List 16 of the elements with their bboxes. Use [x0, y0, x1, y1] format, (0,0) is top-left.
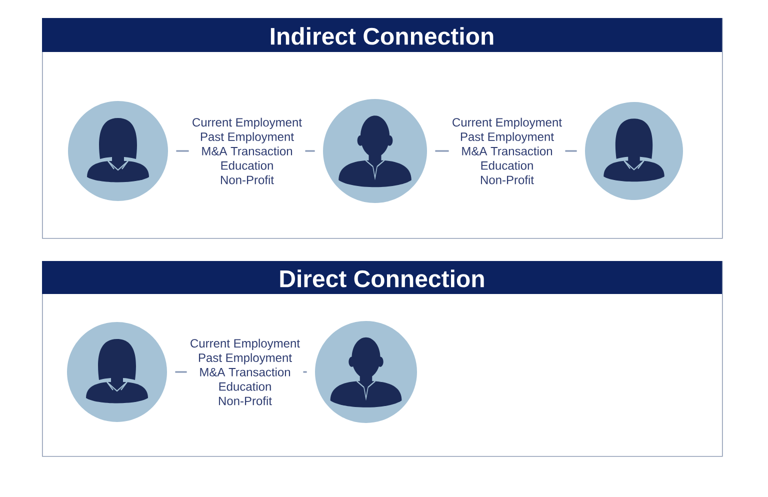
connector-line [435, 150, 449, 152]
title-bar: Indirect Connection [42, 18, 722, 52]
relation-list: Current Employment Past Employment M&A Transaction Education Non-Profit [192, 118, 302, 184]
avatar-icon [68, 101, 168, 201]
connector-line [303, 371, 307, 373]
relation-list: Current Employment Past Employment M&A Transaction Education Non-Profit [452, 118, 562, 184]
relation-list: Current Employment Past Employment M&A Transaction Education Non-Profit [190, 338, 300, 406]
title-bar: Direct Connection [42, 261, 722, 294]
avatar-icon [67, 322, 167, 422]
avatar-icon [315, 321, 417, 423]
connector-line [565, 150, 577, 152]
connector-line [176, 150, 189, 152]
connector-line [175, 371, 187, 373]
avatar-icon [323, 99, 427, 203]
connector-line [305, 150, 315, 152]
avatar-icon [585, 102, 683, 200]
